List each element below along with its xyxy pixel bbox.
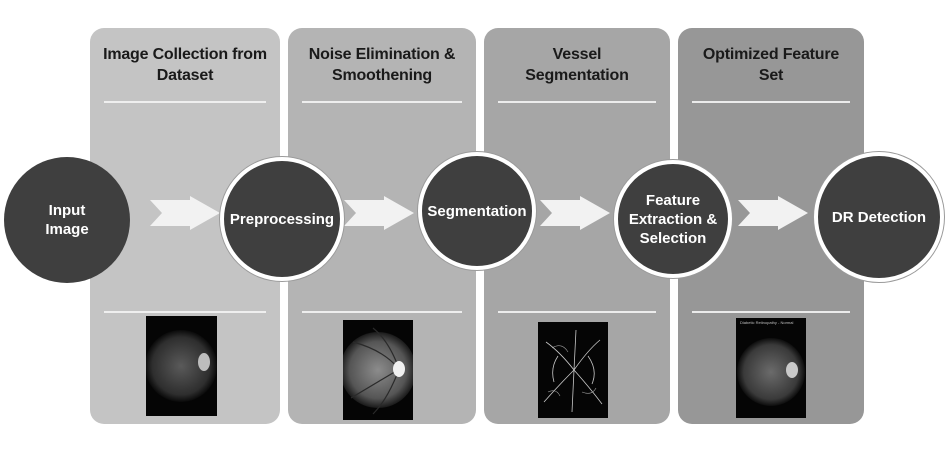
divider [692,311,850,313]
fundus-image-preprocessed [343,320,413,420]
node-label: DR Detection [831,208,927,226]
node-segmentation: Segmentation [418,152,536,270]
fundus-raw-graphic [146,330,217,402]
node-label: Preprocessing [229,210,335,228]
vessel-segmentation-image [538,322,608,418]
divider [104,311,266,313]
fundus-image-classified: Diabetic Retinopathy - Normal [736,318,806,418]
arrow-right-icon [738,196,808,230]
fundus-classified-graphic [737,338,805,406]
divider [498,311,656,313]
node-dr-detection: DR Detection [814,152,944,282]
node-preprocessing: Preprocessing [220,157,344,281]
fundus-image-raw [146,316,217,416]
stage-heading: Noise Elimination & Smoothening [308,46,456,84]
divider [302,101,462,103]
node-label: Input Image [45,202,89,238]
stage-heading: Vessel Segmentation [525,46,629,84]
arrow-right-icon [540,196,610,230]
stage-heading: Optimized Feature Set [702,46,840,84]
vessel-map-graphic [543,329,603,413]
node-input-image: Input Image [4,157,130,283]
arrow-right-icon [150,196,220,230]
node-label: Feature Extraction & Selection [628,191,718,247]
divider [104,101,266,103]
divider [498,101,656,103]
stage-heading: Image Collection from Dataset [103,46,267,84]
fundus-preprocessed-graphic [343,327,413,415]
divider [692,101,850,103]
node-feature-extraction-selection: Feature Extraction & Selection [614,160,732,278]
node-label: Segmentation [427,202,527,220]
thumbnail-caption: Diabetic Retinopathy - Normal [740,320,794,325]
divider [302,311,462,313]
arrow-right-icon [344,196,414,230]
